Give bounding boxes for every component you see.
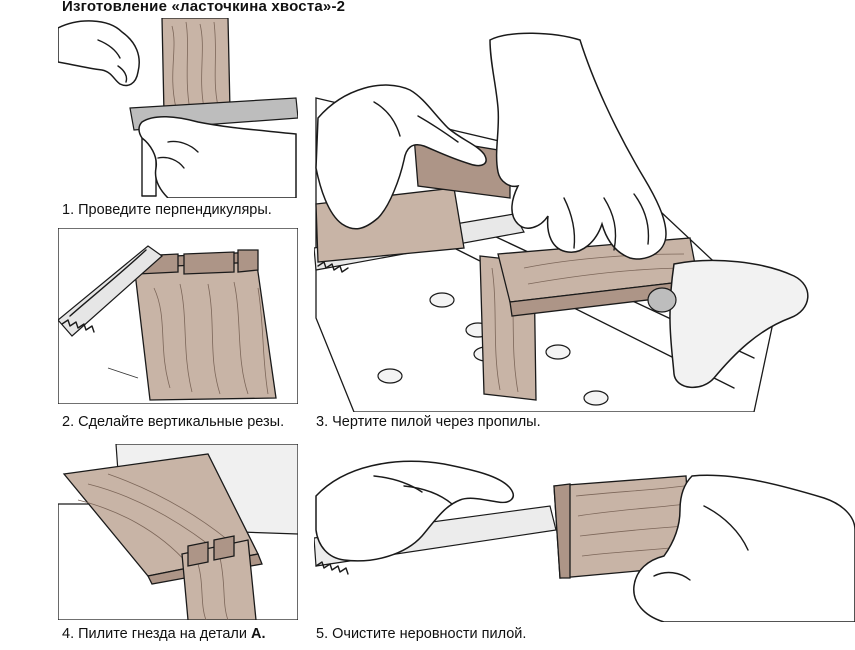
illustration-step-2: [58, 228, 298, 404]
illustration-step-1: [58, 18, 298, 198]
illustration-step-3: [314, 32, 809, 412]
bench-hole: [545, 344, 571, 360]
caption-step-2: 2. Сделайте вертикальные резы.: [62, 414, 284, 430]
page-title: Изготовление «ласточкина хвоста»-2: [62, 0, 346, 15]
bench-hole: [377, 368, 403, 384]
step-number: 4.: [62, 626, 75, 642]
step-text: Проведите перпендикуляры.: [78, 202, 272, 218]
step-number: 1.: [62, 202, 75, 218]
step-text: Очистите неровности пилой.: [332, 626, 527, 642]
bench-hole: [429, 292, 455, 308]
caption-step-5: 5. Очистите неровности пилой.: [316, 626, 526, 642]
step-number: 5.: [316, 626, 329, 642]
detail-label: А.: [250, 626, 266, 642]
caption-step-3: 3. Чертите пилой через пропилы.: [316, 414, 541, 430]
caption-step-4: 4. Пилите гнезда на детали А.: [62, 626, 265, 642]
step-number: 2.: [62, 414, 75, 430]
step-text: Сделайте вертикальные резы.: [78, 414, 285, 430]
step-text: Чертите пилой через пропилы.: [332, 414, 541, 430]
caption-step-1: 1. Проведите перпендикуляры.: [62, 202, 272, 218]
illustration-step-5: [314, 460, 855, 622]
step-number: 3.: [316, 414, 329, 430]
step-text: Пилите гнезда на детали: [78, 626, 247, 642]
bench-hole: [583, 390, 609, 406]
illustration-step-4: [58, 444, 298, 620]
